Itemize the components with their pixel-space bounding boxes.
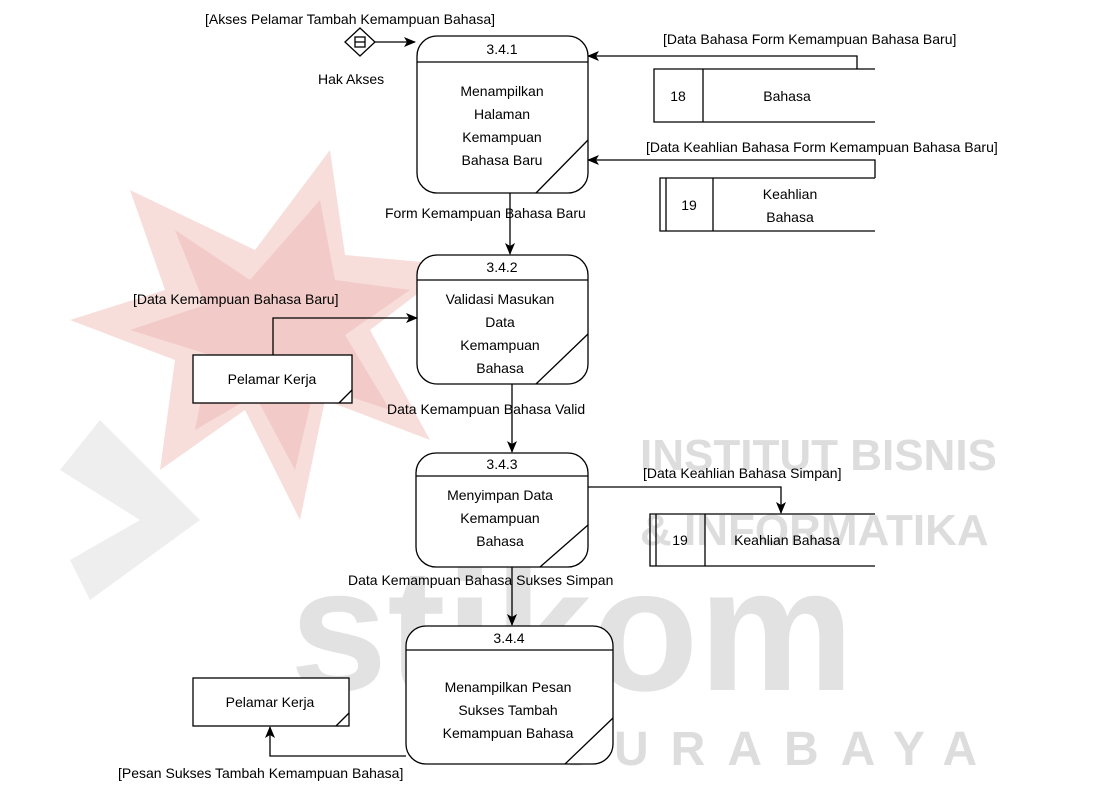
flow-data-keahlian bbox=[587, 155, 876, 178]
process-3-4-2-line2: Data bbox=[485, 314, 515, 330]
process-3-4-1-line1: Menampilkan bbox=[460, 83, 543, 99]
process-3-4-1-line3: Kemampuan bbox=[462, 129, 541, 145]
entity-pelamar-kerja-bottom: Pelamar Kerja bbox=[192, 677, 350, 727]
flow-data-kemampuan-baru bbox=[272, 313, 418, 355]
process-3-4-1: 3.4.1 Menampilkan Halaman Kemampuan Baha… bbox=[416, 35, 589, 194]
watermark-city: SURABAYA bbox=[560, 723, 999, 776]
label-pesan-sukses: [Pesan Sukses Tambah Kemampuan Bahasa] bbox=[118, 765, 403, 781]
label-keahlian-simpan: [Data Keahlian Bahasa Simpan] bbox=[643, 465, 841, 481]
entity-pelamar-kerja-bottom-label: Pelamar Kerja bbox=[226, 694, 315, 710]
entity-pelamar-kerja-top-label: Pelamar Kerja bbox=[228, 371, 317, 387]
flow-keahlian-simpan bbox=[588, 486, 786, 514]
process-3-4-2: 3.4.2 Validasi Masukan Data Kemampuan Ba… bbox=[416, 254, 589, 385]
process-3-4-4-id: 3.4.4 bbox=[493, 630, 524, 646]
flow-data-bahasa bbox=[587, 51, 858, 69]
process-3-4-4: 3.4.4 Menampilkan Pesan Sukses Tambah Ke… bbox=[405, 625, 614, 765]
process-3-4-2-line3: Kemampuan bbox=[460, 337, 539, 353]
process-3-4-2-id: 3.4.2 bbox=[486, 259, 517, 275]
label-data-kemampuan-baru: [Data Kemampuan Bahasa Baru] bbox=[133, 291, 338, 307]
label-data-valid: Data Kemampuan Bahasa Valid bbox=[387, 401, 585, 417]
data-store-18-label: Bahasa bbox=[763, 88, 811, 104]
process-3-4-4-line1: Menampilkan Pesan bbox=[445, 679, 572, 695]
process-3-4-3-id: 3.4.3 bbox=[486, 456, 517, 472]
label-akses: [Akses Pelamar Tambah Kemampuan Bahasa] bbox=[205, 11, 495, 27]
data-store-19-bottom: 19 Keahlian Bahasa bbox=[649, 513, 875, 567]
label-form-baru: Form Kemampuan Bahasa Baru bbox=[385, 205, 586, 221]
process-3-4-3-line1: Menyimpan Data bbox=[447, 487, 553, 503]
data-store-18-num: 18 bbox=[670, 88, 686, 104]
process-3-4-3-line3: Bahasa bbox=[476, 533, 524, 549]
label-data-bahasa: [Data Bahasa Form Kemampuan Bahasa Baru] bbox=[663, 31, 956, 47]
label-data-keahlian: [Data Keahlian Bahasa Form Kemampuan Bah… bbox=[646, 139, 998, 155]
process-3-4-3-line2: Kemampuan bbox=[460, 510, 539, 526]
access-gate bbox=[344, 27, 376, 57]
process-3-4-4-line3: Kemampuan Bahasa bbox=[443, 725, 574, 741]
data-store-19-bottom-num: 19 bbox=[672, 532, 688, 548]
process-3-4-1-id: 3.4.1 bbox=[486, 41, 517, 57]
process-3-4-1-line2: Halaman bbox=[474, 106, 530, 122]
data-store-19-top-line2: Bahasa bbox=[766, 209, 814, 225]
data-store-19-top-num: 19 bbox=[681, 197, 697, 213]
flow-pesan-sukses bbox=[265, 726, 406, 757]
watermark-logo-star bbox=[70, 150, 455, 520]
entity-pelamar-kerja-top: Pelamar Kerja bbox=[192, 354, 353, 404]
process-3-4-4-line2: Sukses Tambah bbox=[458, 702, 557, 718]
process-3-4-2-line4: Bahasa bbox=[476, 360, 524, 376]
data-store-19-top-line1: Keahlian bbox=[763, 186, 818, 202]
process-3-4-3: 3.4.3 Menyimpan Data Kemampuan Bahasa bbox=[415, 452, 589, 568]
data-store-19-top: 19 Keahlian Bahasa bbox=[659, 177, 875, 232]
label-sukses-simpan: Data Kemampuan Bahasa Sukses Simpan bbox=[348, 572, 613, 588]
data-store-18: 18 Bahasa bbox=[653, 68, 875, 123]
process-3-4-2-line1: Validasi Masukan bbox=[446, 291, 555, 307]
watermark-institute: INSTITUT BISNIS bbox=[640, 431, 997, 480]
label-hak-akses: Hak Akses bbox=[318, 71, 384, 87]
data-store-19-bottom-label: Keahlian Bahasa bbox=[734, 532, 840, 548]
process-3-4-1-line4: Bahasa Baru bbox=[462, 152, 543, 168]
